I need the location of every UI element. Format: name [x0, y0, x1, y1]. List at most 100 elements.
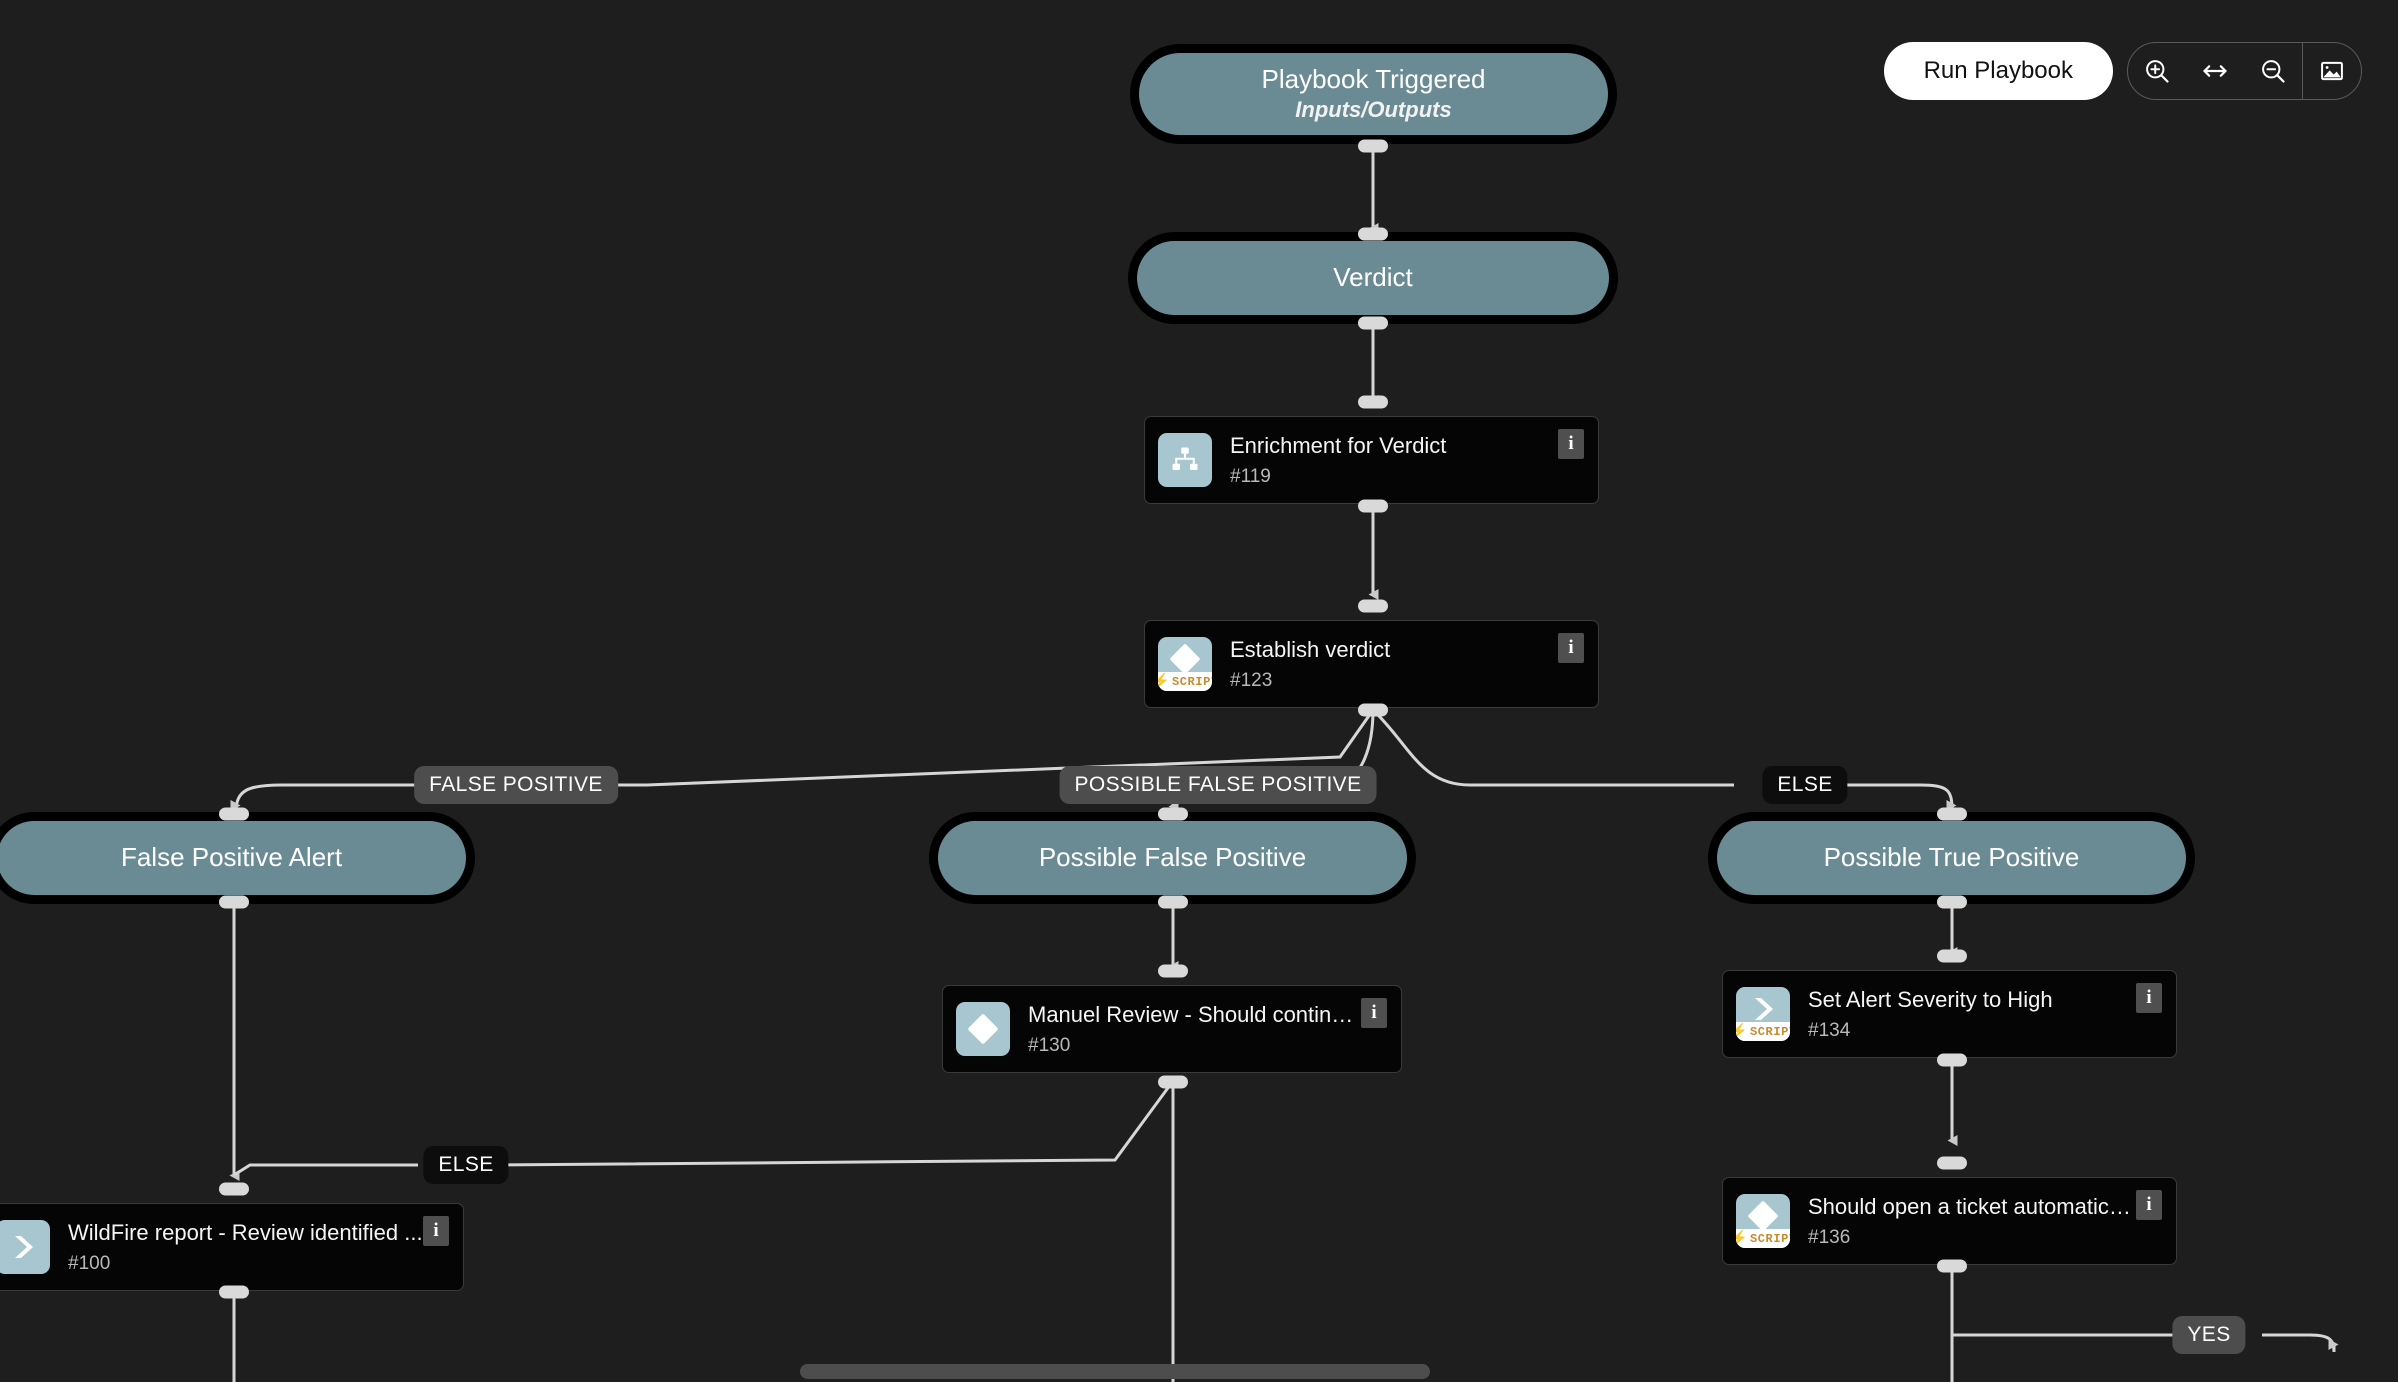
node-wildfire-report-id: #100 — [68, 1252, 111, 1274]
handle-should-open-ticket-in[interactable] — [1937, 1156, 1967, 1170]
conditional-diamond-icon — [956, 1002, 1010, 1056]
zoom-out-icon[interactable] — [2244, 43, 2302, 99]
node-playbook-triggered-body: Playbook Triggered Inputs/Outputs — [1139, 53, 1608, 135]
edge-label-else-bottom[interactable]: ELSE — [423, 1146, 509, 1184]
handle-possible-false-positive-in[interactable] — [1158, 807, 1188, 821]
sub-playbook-icon — [1158, 433, 1212, 487]
handle-verdict-out[interactable] — [1358, 316, 1388, 330]
handle-wildfire-report-in[interactable] — [219, 1182, 249, 1196]
edge-yes-out — [2262, 1333, 2339, 1353]
handle-enrichment-out[interactable] — [1358, 499, 1388, 513]
handle-establish-out[interactable] — [1358, 703, 1388, 717]
node-set-alert-severity[interactable]: ⚡ SCRIPT Set Alert Severity to High #134… — [1722, 970, 2177, 1058]
handle-set-alert-severity-in[interactable] — [1937, 949, 1967, 963]
node-manuel-review-text: Manuel Review - Should continue t... #13… — [1028, 1003, 1361, 1054]
handle-verdict-in[interactable] — [1358, 227, 1388, 241]
script-badge-label: SCRIPT — [1171, 674, 1212, 689]
fit-width-icon[interactable] — [2186, 43, 2244, 99]
horizontal-scrollbar-track[interactable] — [0, 1360, 2398, 1382]
node-manuel-review[interactable]: Manuel Review - Should continue t... #13… — [942, 985, 1402, 1073]
node-false-positive-alert-body: False Positive Alert — [0, 821, 466, 895]
node-wildfire-report-text: WildFire report - Review identified ... … — [68, 1221, 423, 1272]
info-icon-enrichment[interactable]: i — [1558, 429, 1584, 459]
node-playbook-triggered-subtitle: Inputs/Outputs — [1295, 96, 1452, 122]
export-image-icon[interactable] — [2303, 43, 2361, 99]
node-playbook-triggered[interactable]: Playbook Triggered Inputs/Outputs — [1130, 44, 1617, 144]
handle-manuel-review-in[interactable] — [1158, 964, 1188, 978]
horizontal-scrollbar-thumb[interactable] — [800, 1364, 1430, 1379]
lightning-bolt-icon: ⚡ — [1736, 1230, 1748, 1247]
node-establish-verdict[interactable]: ⚡ SCRIPT Establish verdict #123 i — [1144, 620, 1599, 708]
node-playbook-triggered-title: Playbook Triggered — [1261, 63, 1486, 94]
edge-label-false-positive[interactable]: FALSE POSITIVE — [414, 766, 618, 804]
edge-label-yes[interactable]: YES — [2172, 1316, 2246, 1354]
node-should-open-ticket-text: Should open a ticket automatically ... #… — [1808, 1195, 2136, 1246]
node-set-alert-severity-id: #134 — [1808, 1019, 1851, 1041]
edge-else-bottom-to-wildfire — [233, 1163, 418, 1177]
node-manuel-review-title: Manuel Review - Should continue t... — [1028, 1003, 1361, 1028]
info-icon-manuel-review[interactable]: i — [1361, 998, 1387, 1028]
info-icon-establish[interactable]: i — [1558, 633, 1584, 663]
node-wildfire-report[interactable]: WildFire report - Review identified ... … — [0, 1203, 464, 1291]
handle-manuel-review-out[interactable] — [1158, 1075, 1188, 1089]
handle-false-positive-alert-in[interactable] — [219, 807, 249, 821]
handle-establish-in[interactable] — [1358, 599, 1388, 613]
task-chevron-icon — [0, 1220, 50, 1274]
node-verdict-title: Verdict — [1333, 262, 1413, 293]
conditional-diamond-icon: ⚡ SCRIPT — [1736, 1194, 1790, 1248]
node-enrichment-id: #119 — [1230, 465, 1271, 487]
handle-should-open-ticket-out[interactable] — [1937, 1259, 1967, 1273]
handle-playbook-triggered-out[interactable] — [1358, 139, 1388, 153]
node-verdict[interactable]: Verdict — [1128, 232, 1618, 324]
node-should-open-ticket-title: Should open a ticket automatically ... — [1808, 1195, 2136, 1220]
toolbar-divider — [2302, 43, 2303, 99]
node-establish-title: Establish verdict — [1230, 638, 1391, 663]
edge-label-possible-false-positive[interactable]: POSSIBLE FALSE POSITIVE — [1059, 766, 1377, 804]
node-possible-false-positive-title: Possible False Positive — [1038, 842, 1307, 873]
handle-false-positive-alert-out[interactable] — [219, 895, 249, 909]
conditional-diamond-icon: ⚡ SCRIPT — [1158, 637, 1212, 691]
node-false-positive-alert[interactable]: False Positive Alert — [0, 812, 475, 904]
info-icon-set-alert-severity[interactable]: i — [2136, 983, 2162, 1013]
script-badge-label: SCRIPT — [1749, 1231, 1790, 1246]
node-set-alert-severity-text: Set Alert Severity to High #134 — [1808, 988, 2136, 1039]
node-possible-true-positive-body: Possible True Positive — [1717, 821, 2186, 895]
node-enrichment-title: Enrichment for Verdict — [1230, 434, 1447, 459]
lightning-bolt-icon: ⚡ — [1736, 1023, 1748, 1040]
handle-possible-true-positive-in[interactable] — [1937, 807, 1967, 821]
node-false-positive-alert-title: False Positive Alert — [120, 842, 343, 873]
handle-set-alert-severity-out[interactable] — [1937, 1053, 1967, 1067]
node-enrichment-text: Enrichment for Verdict #119 — [1230, 434, 1558, 485]
node-verdict-body: Verdict — [1137, 241, 1609, 315]
handle-wildfire-report-out[interactable] — [219, 1285, 249, 1299]
node-establish-id: #123 — [1230, 669, 1273, 691]
node-possible-true-positive[interactable]: Possible True Positive — [1708, 812, 2195, 904]
node-should-open-ticket-id: #136 — [1808, 1226, 1851, 1248]
handle-possible-false-positive-out[interactable] — [1158, 895, 1188, 909]
node-possible-true-positive-title: Possible True Positive — [1823, 842, 2080, 873]
node-wildfire-report-title: WildFire report - Review identified ... — [68, 1221, 423, 1246]
edge-manuel-review-else-left — [489, 1080, 1175, 1167]
handle-enrichment-in[interactable] — [1358, 395, 1388, 409]
info-icon-wildfire-report[interactable]: i — [423, 1216, 449, 1246]
script-badge: ⚡ SCRIPT — [1736, 1229, 1790, 1248]
edge-label-else-top[interactable]: ELSE — [1762, 766, 1848, 804]
zoom-in-icon[interactable] — [2128, 43, 2186, 99]
task-chevron-icon: ⚡ SCRIPT — [1736, 987, 1790, 1041]
run-playbook-button[interactable]: Run Playbook — [1883, 42, 2113, 100]
info-icon-should-open-ticket[interactable]: i — [2136, 1190, 2162, 1220]
script-badge-label: SCRIPT — [1749, 1024, 1790, 1039]
canvas-toolbar: Run Playbook — [1883, 42, 2362, 100]
edge-else-right-in — [1836, 783, 1957, 811]
node-possible-false-positive[interactable]: Possible False Positive — [929, 812, 1416, 904]
zoom-controls — [2127, 42, 2362, 100]
script-badge: ⚡ SCRIPT — [1158, 672, 1212, 691]
script-badge: ⚡ SCRIPT — [1736, 1022, 1790, 1041]
node-should-open-ticket[interactable]: ⚡ SCRIPT Should open a ticket automatica… — [1722, 1177, 2177, 1265]
edge-establish-to-else-right — [1371, 708, 1734, 787]
handle-possible-true-positive-out[interactable] — [1937, 895, 1967, 909]
node-establish-text: Establish verdict #123 — [1230, 638, 1558, 689]
node-enrichment-for-verdict[interactable]: Enrichment for Verdict #119 i — [1144, 416, 1599, 504]
node-manuel-review-id: #130 — [1028, 1034, 1071, 1056]
